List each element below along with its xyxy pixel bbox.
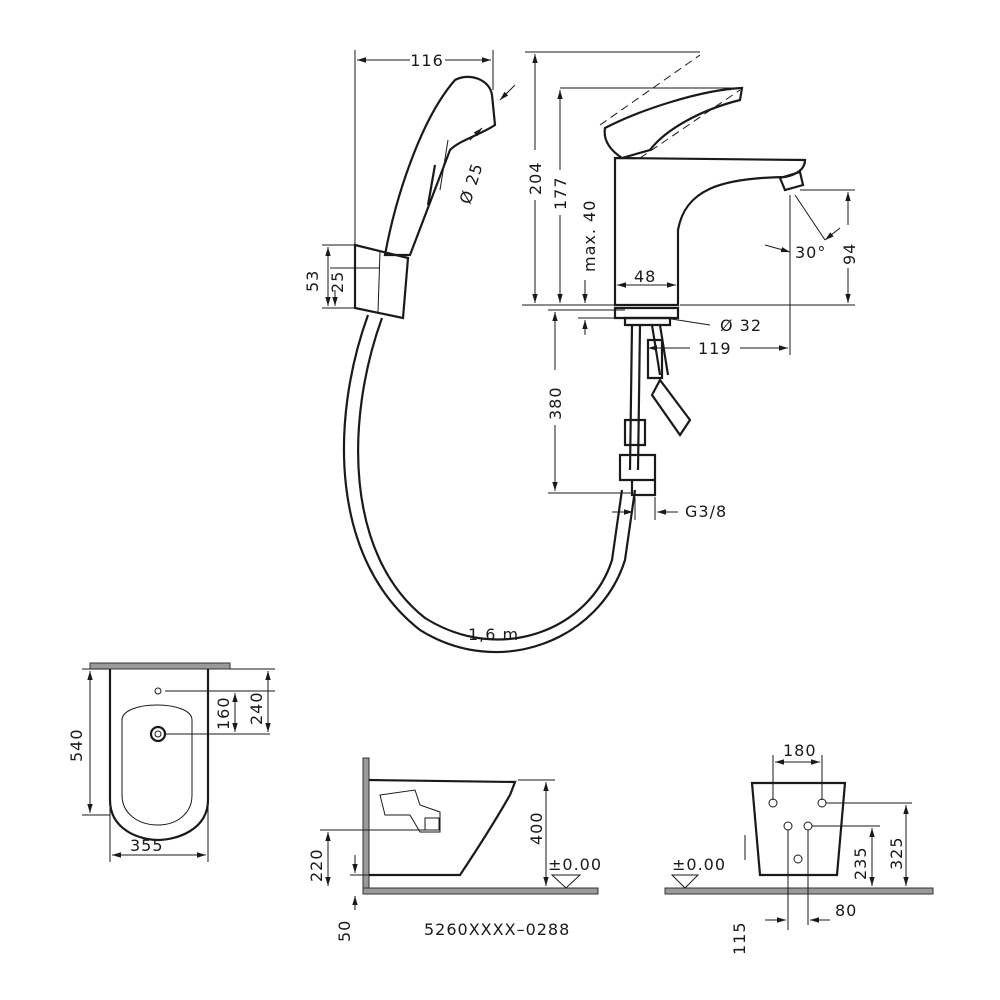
dim-115: 115 [730, 921, 749, 955]
dim-hose-length: 1,6 m [468, 625, 519, 644]
bidet-front-view: 180 325 235 ±0.00 115 80 [664, 741, 934, 955]
dim-355: 355 [130, 836, 164, 855]
dim-325: 325 [887, 836, 906, 870]
dim-g38: G3/8 [685, 502, 727, 521]
dim-dia32: Ø 32 [720, 316, 762, 335]
dim-50: 50 [335, 920, 354, 942]
bidet-top-view: 540 160 240 355 [67, 662, 275, 862]
dim-220: 220 [307, 848, 326, 882]
bidet-side-view: 400 220 50 ±0.00 5260XXXX–0288 [307, 757, 602, 942]
hose [342, 314, 637, 654]
dim-235: 235 [851, 846, 870, 880]
faucet-dimensions: 116 Ø 25 204 177 max. 40 94 30° 48 53 [303, 50, 859, 644]
dim-400: 400 [527, 811, 546, 845]
dim-80: 80 [835, 901, 857, 920]
zero-level-front: ±0.00 [672, 855, 726, 874]
dim-116: 116 [410, 51, 444, 70]
dim-180: 180 [783, 741, 817, 760]
hand-shower [353, 75, 497, 320]
dim-204: 204 [526, 161, 545, 195]
dim-160: 160 [214, 696, 233, 730]
dim-540: 540 [67, 728, 86, 762]
drawing-code: 5260XXXX–0288 [424, 920, 570, 939]
dim-380: 380 [546, 386, 565, 420]
dim-53: 53 [303, 270, 322, 292]
dim-240: 240 [247, 691, 266, 725]
dim-177: 177 [551, 176, 570, 210]
dim-119: 119 [698, 339, 732, 358]
dim-30deg: 30° [795, 243, 826, 262]
dim-94: 94 [840, 243, 859, 265]
faucet-body [599, 54, 807, 497]
dim-25: 25 [328, 271, 347, 293]
dim-48: 48 [634, 267, 656, 286]
dim-max40: max. 40 [580, 200, 599, 272]
zero-level-side: ±0.00 [548, 855, 602, 874]
dim-dia25: Ø 25 [456, 160, 487, 206]
